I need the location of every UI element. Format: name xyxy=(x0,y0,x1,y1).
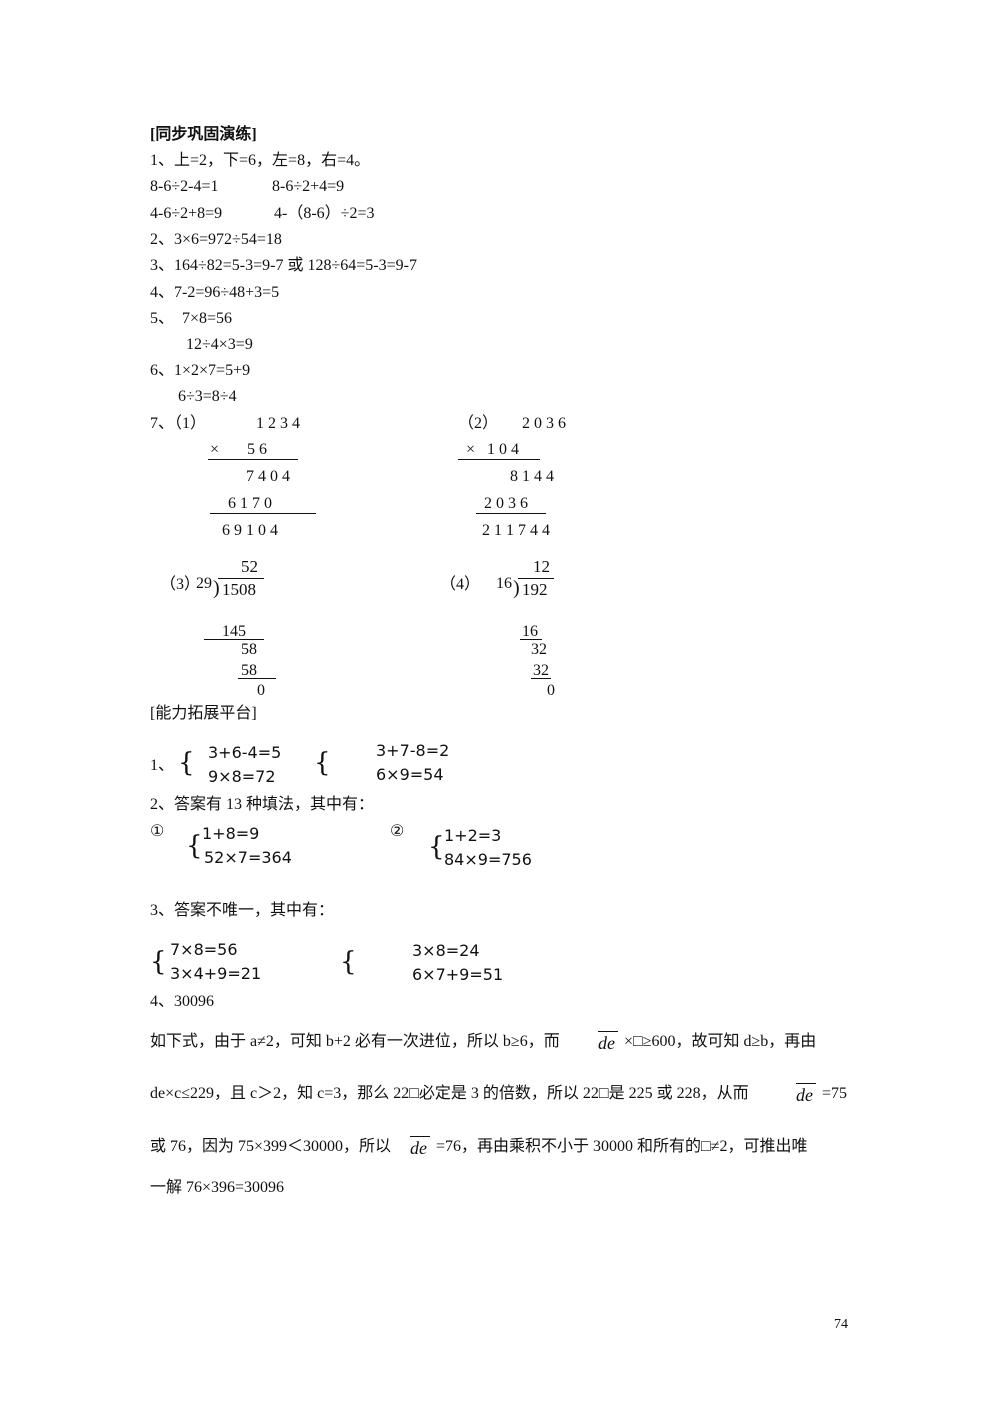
div-dividend: 192 xyxy=(522,580,548,599)
mult-partial: 2 0 3 6 xyxy=(484,495,528,512)
brace-icon: { xyxy=(150,947,167,977)
brace-icon: { xyxy=(340,947,357,977)
overline-bar xyxy=(796,1083,816,1084)
equation: 3+7-8=2 xyxy=(376,741,450,760)
div-step: 0 xyxy=(257,682,265,699)
overline-de: de xyxy=(796,1085,813,1105)
answer-line: 6÷3=8÷4 xyxy=(178,388,237,405)
overline-bar xyxy=(410,1136,430,1137)
mult-line xyxy=(208,459,298,460)
div-line xyxy=(204,639,264,640)
brace-icon: { xyxy=(178,748,195,778)
answer-line: 2、答案有 13 种填法，其中有： xyxy=(150,796,375,813)
div-line xyxy=(531,678,551,679)
equation: 1+2=3 xyxy=(444,826,502,845)
equation: 9×8=72 xyxy=(208,767,276,786)
div-bracket: ) xyxy=(513,577,520,599)
answer-line: 3、164÷82=5-3=9-7 或 128÷64=5-3=9-7 xyxy=(150,257,417,274)
mult-product: 2 1 1 7 4 4 xyxy=(482,522,550,539)
div-quotient: 12 xyxy=(533,557,550,576)
div-label: （3） xyxy=(160,576,201,593)
explanation-text: =76，再由乘积不小于 30000 和所有的□≠2，可推出唯 xyxy=(436,1138,808,1155)
equation: 3×8=24 xyxy=(412,941,480,960)
brace-icon: { xyxy=(428,832,445,862)
mult-operand: 1 2 3 4 xyxy=(256,415,300,432)
div-line xyxy=(520,639,542,640)
answer-line: 12÷4×3=9 xyxy=(186,336,253,353)
equation: 52×7=364 xyxy=(204,848,292,867)
equation: 3×4+9=21 xyxy=(170,964,262,983)
div-step: 32 xyxy=(531,641,547,658)
div-step: 0 xyxy=(547,682,555,699)
answer-line: 1、上=2，下=6，左=8，右=4。 xyxy=(150,152,371,169)
mult-line xyxy=(458,459,540,460)
equation: 1+8=9 xyxy=(202,824,260,843)
mult-operand: × 1 0 4 xyxy=(466,441,520,458)
answer-line: 2、3×6=972÷54=18 xyxy=(150,231,282,248)
div-divisor: 29 xyxy=(196,575,212,592)
answer-line: 4-6÷2+8=9 xyxy=(150,205,223,222)
brace-icon: { xyxy=(314,748,331,778)
answer-line: 6、1×2×7=5+9 xyxy=(150,362,251,379)
answer-line: 3、答案不唯一，其中有： xyxy=(150,902,335,919)
circled-number: ② xyxy=(390,823,405,840)
problem-number: 1、 xyxy=(150,757,175,774)
q7-label: 7、（1） xyxy=(150,415,207,432)
mult-partial: 7 4 0 4 xyxy=(246,468,290,485)
mult-operand: 2 0 3 6 xyxy=(522,415,566,432)
equation: 6×7+9=51 xyxy=(412,965,504,984)
brace-icon: { xyxy=(186,831,203,861)
answer-line: 4-（8-6）÷2=3 xyxy=(274,205,375,222)
answer-line: 5、 7×8=56 xyxy=(150,310,233,327)
explanation-text: de×c≤229，且 c＞2，知 c=3，那么 22□必定是 3 的倍数，所以 … xyxy=(150,1085,749,1102)
section-heading-sync: [同步巩固演练] xyxy=(150,126,257,143)
div-bar xyxy=(518,578,554,579)
div-step: 58 xyxy=(241,662,257,679)
div-bracket: ) xyxy=(213,577,220,599)
div-step: 32 xyxy=(533,662,549,679)
overline-de: de xyxy=(410,1138,427,1158)
mult-product: 6 9 1 0 4 xyxy=(222,522,278,539)
div-step: 58 xyxy=(241,641,257,658)
answer-line: 4、7-2=96÷48+3=5 xyxy=(150,284,280,301)
q7-label: （2） xyxy=(458,415,499,432)
div-step: 145 xyxy=(222,623,246,640)
mult-line xyxy=(476,513,546,514)
explanation-text: ×□≥600，故可知 d≥b，再由 xyxy=(624,1033,817,1050)
equation: 84×9=756 xyxy=(444,850,532,869)
explanation-text: 如下式，由于 a≠2，可知 b+2 必有一次进位，所以 b≥6，而 xyxy=(150,1033,560,1050)
explanation-text: 一解 76×396=30096 xyxy=(150,1179,285,1196)
explanation-text: =75 xyxy=(822,1085,848,1102)
equation: 3+6-4=5 xyxy=(208,743,282,762)
div-dividend: 1508 xyxy=(222,580,256,599)
section-heading-ext: [能力拓展平台] xyxy=(150,705,257,722)
circled-number: ① xyxy=(150,823,165,840)
overline-de: de xyxy=(598,1033,615,1053)
equation: 7×8=56 xyxy=(170,940,238,959)
mult-partial: 6 1 7 0 xyxy=(228,495,272,512)
answer-line: 8-6÷2+4=9 xyxy=(272,178,345,195)
mult-line xyxy=(210,513,316,514)
explanation-text: 或 76，因为 75×399＜30000，所以 xyxy=(150,1138,392,1155)
div-label: （4） xyxy=(440,576,481,593)
answer-line: 4、30096 xyxy=(150,993,215,1010)
overline-bar xyxy=(598,1031,618,1032)
div-line xyxy=(238,678,276,679)
mult-partial: 8 1 4 4 xyxy=(510,468,554,485)
mult-operand: × 5 6 xyxy=(210,441,268,458)
div-bar xyxy=(218,578,264,579)
div-step: 16 xyxy=(522,623,538,640)
div-quotient: 52 xyxy=(241,557,258,576)
page-number: 74 xyxy=(834,1317,848,1332)
equation: 6×9=54 xyxy=(376,765,444,784)
answer-line: 8-6÷2-4=1 xyxy=(150,178,219,195)
div-divisor: 16 xyxy=(496,575,512,592)
